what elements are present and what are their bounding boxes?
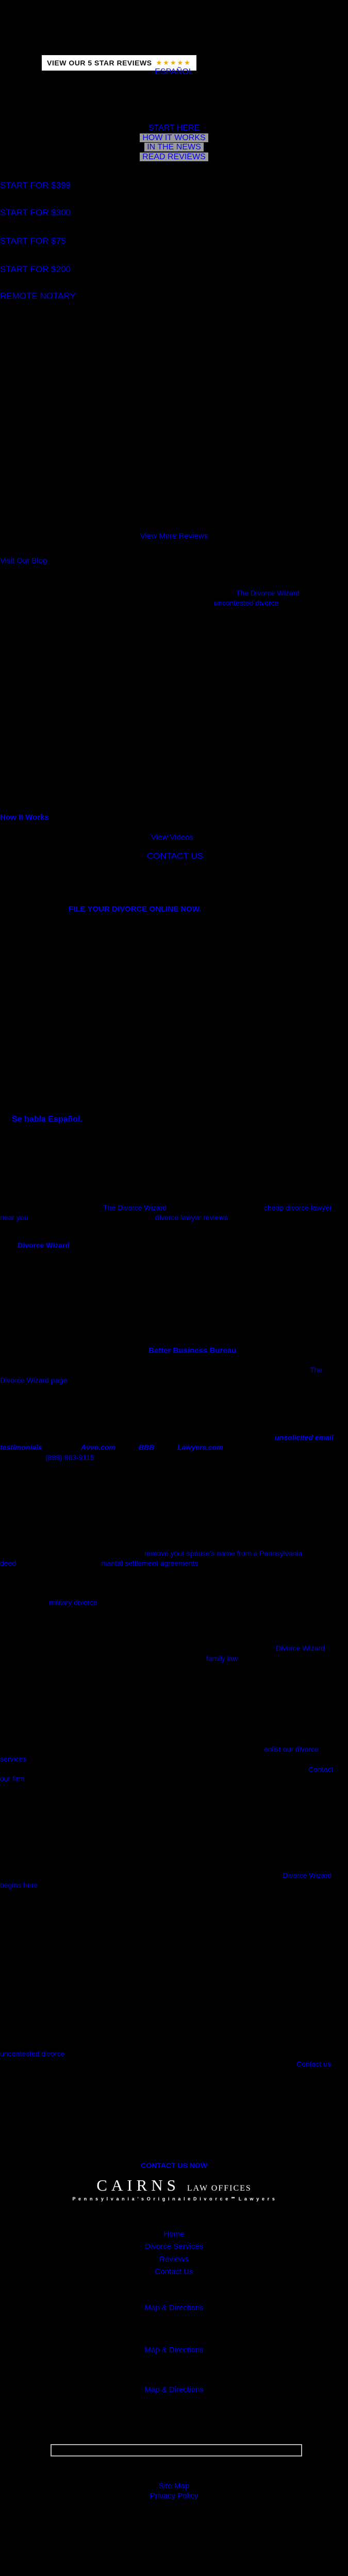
visit-our-blog-link[interactable]: Visit Our Blog: [0, 556, 47, 565]
five-star-icons: ★★★★★: [156, 59, 191, 66]
footer-nav-divorce-services[interactable]: Divorce Services: [145, 2242, 203, 2251]
footer-nav-reviews[interactable]: Reviews: [159, 2255, 189, 2264]
nav-start-here[interactable]: START HERE: [148, 124, 200, 132]
privacy-policy-link[interactable]: Privacy Policy: [150, 2492, 198, 2500]
near-you-link[interactable]: near you: [0, 1213, 28, 1222]
remote-notary-link[interactable]: REMOTE NOTARY: [0, 291, 76, 301]
phone-link[interactable]: (888) 863-9115: [45, 1453, 94, 1462]
contact-our-firm-link-part1[interactable]: Contact: [308, 1765, 334, 1773]
remove-spouse-deed-link-part1[interactable]: remove your spouse’s name from a Pennsyl…: [144, 1549, 303, 1557]
cheap-divorce-lawyer-link[interactable]: cheap divorce lawyer: [264, 1204, 332, 1212]
bbb-link[interactable]: BBB: [139, 1443, 155, 1451]
footer-nav-home[interactable]: Home: [163, 2230, 185, 2239]
contact-us-now-link[interactable]: CONTACT US NOW: [141, 2161, 207, 2170]
divorce-wizard-link[interactable]: The Divorce Wizard: [103, 1204, 167, 1212]
map-directions-link[interactable]: Map & Directions: [144, 2385, 204, 2394]
se-habla-espanol-link[interactable]: Se habla Español.: [12, 1115, 82, 1124]
contact-us-link[interactable]: CONTACT US: [147, 851, 203, 861]
footer-nav-contact-us[interactable]: Contact Us: [155, 2267, 193, 2276]
divorce-wizard-link[interactable]: Divorce Wizard: [276, 1644, 325, 1652]
lawyers-com-link[interactable]: Lawyers.com: [177, 1443, 223, 1451]
nav-read-reviews[interactable]: READ REVIEWS: [140, 152, 208, 161]
banner-label: VIEW OUR 5 STAR REVIEWS: [47, 59, 152, 67]
avvo-link[interactable]: Avvo.com: [81, 1443, 115, 1451]
article-date: August 30, 2023: [0, 823, 75, 832]
nav-how-it-works[interactable]: HOW IT WORKS: [140, 133, 208, 142]
divorce-services-link-part2[interactable]: services: [0, 1755, 27, 1763]
map-directions-link[interactable]: Map & Directions: [144, 2303, 204, 2312]
start-for-300-link[interactable]: START FOR $300: [0, 208, 71, 217]
contact-us-link[interactable]: Contact us: [296, 2060, 331, 2068]
divorce-wizard-link[interactable]: Divorce Wizard: [283, 1871, 332, 1879]
how-it-works-article-link[interactable]: How It Works: [0, 813, 49, 822]
unsolicited-email-link[interactable]: unsolicited email: [275, 1433, 334, 1442]
site-map-link[interactable]: Site Map: [158, 2482, 190, 2490]
logo-text-cairns: CAIRNS: [96, 2176, 180, 2194]
begins-here-link[interactable]: begins here: [0, 1881, 38, 1889]
espanol-link[interactable]: ESPAÑOL: [155, 67, 193, 76]
footer-logo: CAIRNS LAW OFFICES P e n n s y l v a n i…: [0, 2176, 348, 2202]
divorce-services-link-part1[interactable]: enlist our divorce: [264, 1745, 319, 1753]
divorce-wizard-link[interactable]: Divorce Wizard: [18, 1241, 70, 1249]
file-divorce-online-link[interactable]: FILE YOUR DIVORCE ONLINE NOW.: [69, 905, 202, 913]
map-directions-link[interactable]: Map & Directions: [144, 2346, 204, 2354]
start-for-75-link[interactable]: START FOR $75: [0, 236, 66, 246]
start-for-399-link[interactable]: START FOR $399: [0, 180, 71, 190]
start-for-200-link[interactable]: START FOR $200: [0, 264, 71, 274]
divorce-lawyer-reviews-link[interactable]: divorce lawyer reviews: [155, 1213, 228, 1222]
view-videos-link[interactable]: View Videos: [151, 833, 194, 842]
divorce-wizard-link[interactable]: The Divorce Wizard: [236, 589, 300, 597]
the-divorce-wizard-page-link-part1[interactable]: The: [310, 1366, 323, 1374]
the-divorce-wizard-page-link-part2[interactable]: Divorce Wizard page: [0, 1376, 67, 1384]
logo-text-law-offices: LAW OFFICES: [187, 2184, 252, 2193]
testimonials-link[interactable]: testimonials: [0, 1443, 42, 1451]
uncontested-divorce-link[interactable]: uncontested divorce: [0, 2049, 65, 2058]
remove-spouse-deed-link-part2[interactable]: deed: [0, 1559, 16, 1567]
contact-our-firm-link-part2[interactable]: our firm: [0, 1774, 25, 1783]
five-star-reviews-banner[interactable]: VIEW OUR 5 STAR REVIEWS ★★★★★: [42, 55, 196, 71]
logo-tagline: P e n n s y l v a n i a ’ s O r i g i n …: [72, 2196, 276, 2201]
family-law-link[interactable]: family law: [206, 1654, 238, 1663]
view-more-reviews-link[interactable]: View More Reviews: [140, 532, 208, 540]
military-divorce-link[interactable]: military divorce: [49, 1598, 97, 1606]
marital-settlement-agreements-link[interactable]: marital settlement agreements: [101, 1559, 198, 1567]
better-business-bureau-link[interactable]: Better Business Bureau: [148, 1346, 237, 1355]
nav-in-the-news[interactable]: IN THE NEWS: [144, 143, 204, 151]
main-nav: START HERE HOW IT WORKS IN THE NEWS READ…: [0, 124, 348, 162]
footer-input[interactable]: [51, 2444, 302, 2456]
uncontested-divorce-link[interactable]: uncontested divorce: [214, 599, 279, 607]
